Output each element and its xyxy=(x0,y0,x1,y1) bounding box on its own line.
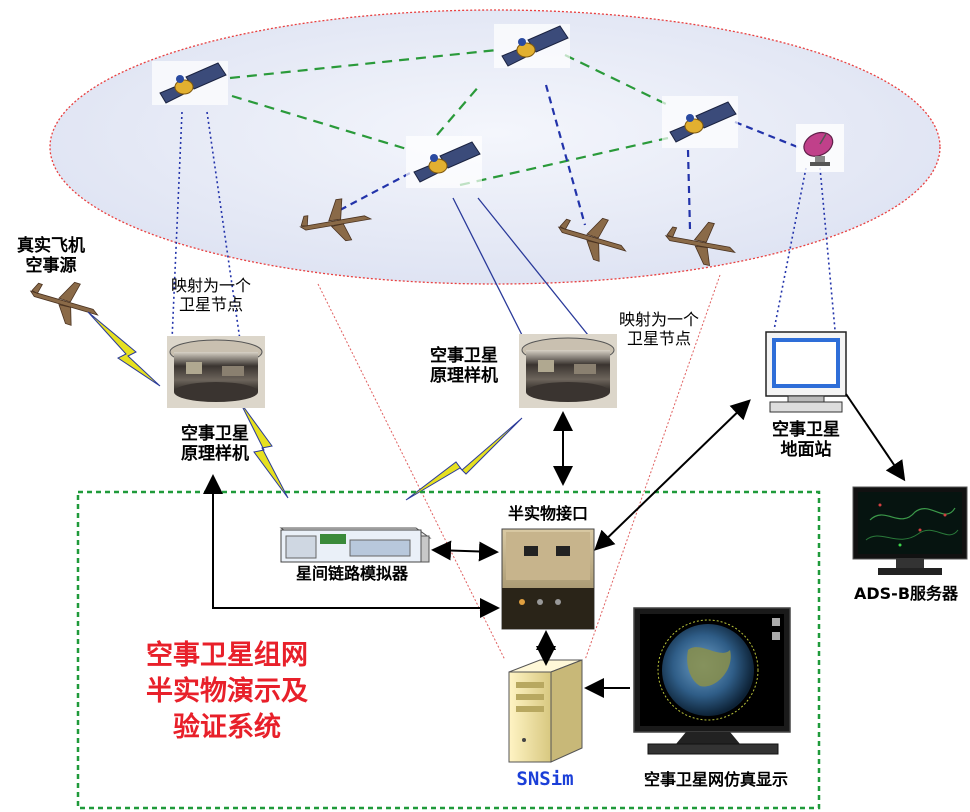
isl-simulator-label: 星间链路模拟器 xyxy=(295,564,408,583)
satellite-icon xyxy=(406,136,482,188)
prototype-center-label: 空事卫星 原理样机 xyxy=(430,346,498,387)
snsim-server-icon xyxy=(508,659,583,763)
sat-aircraft-links xyxy=(339,84,801,231)
connection-arrows xyxy=(203,393,906,698)
lightning-icon xyxy=(405,417,523,501)
mapped-node-label-left: 映射为一个 卫星节点 xyxy=(170,276,251,315)
aircraft-icon xyxy=(557,217,627,262)
ads-b-server-label: ADS-B服务器 xyxy=(853,584,959,603)
snsim-label: SNSim xyxy=(516,768,574,790)
orbit-ellipse xyxy=(49,9,941,285)
satellite-icon xyxy=(494,24,570,68)
sat-prototype-links xyxy=(452,197,589,336)
mapped-node-label-right: 映射为一个 卫星节点 xyxy=(618,310,699,349)
ads-b-monitor-icon xyxy=(852,486,968,575)
aircraft-icon xyxy=(299,198,373,242)
real-aircraft-icon xyxy=(29,281,99,326)
ground-station-computer-icon xyxy=(765,331,847,413)
prototype-center-image xyxy=(519,334,617,408)
satellite-icon xyxy=(152,61,228,105)
satellite-icon xyxy=(662,96,738,148)
lightning-icon xyxy=(87,311,161,387)
aircraft-icon xyxy=(664,221,736,266)
cone-line-left xyxy=(317,283,506,661)
ground-station-label: 空事卫星 地面站 xyxy=(772,420,840,461)
sim-display-monitor-icon xyxy=(633,607,791,755)
prototype-left-label: 空事卫星 原理样机 xyxy=(181,424,249,465)
sat-ground-links xyxy=(171,111,836,341)
satellite-dish-icon xyxy=(796,124,844,172)
prototype-left-image xyxy=(167,336,265,408)
isl-simulator-device-icon xyxy=(279,527,432,563)
real-aircraft-label: 真实飞机 空事源 xyxy=(17,236,85,277)
system-title: 空事卫星组网 半实物演示及 验证系统 xyxy=(146,640,308,743)
semi-physical-interface-icon xyxy=(501,528,595,630)
sim-display-label: 空事卫星网仿真显示 xyxy=(643,770,788,789)
isl-links xyxy=(229,48,669,187)
semi-physical-interface-label: 半实物接口 xyxy=(507,504,588,523)
